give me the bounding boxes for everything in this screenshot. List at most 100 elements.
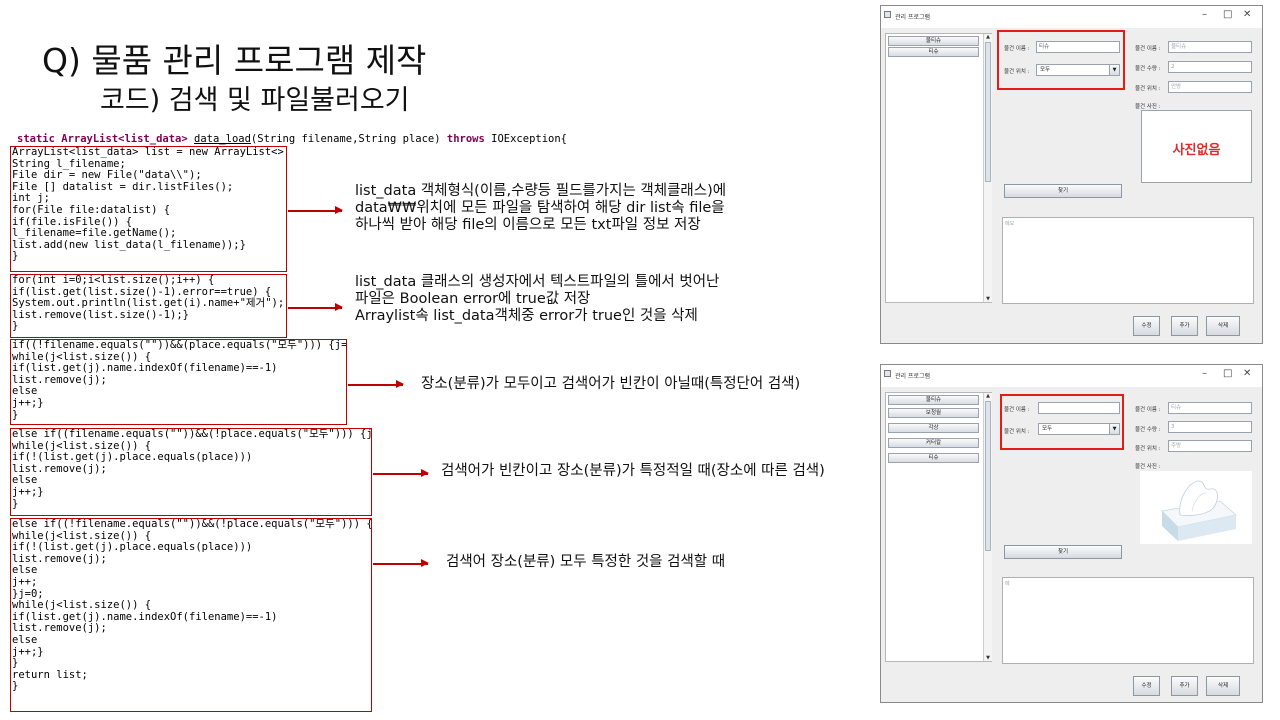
place-select-value: 모두: [1040, 67, 1051, 73]
java-app-icon: [884, 370, 891, 377]
category-item[interactable]: 티슈: [888, 47, 979, 57]
close-icon[interactable]: ✕: [1243, 368, 1252, 379]
edit-button[interactable]: 수정: [1133, 676, 1160, 696]
signature-throws: throws: [446, 133, 485, 145]
code-block-place-search-text: else if((filename.equals(""))&&(!place.e…: [12, 428, 372, 510]
signature-params: (String filename,String place): [250, 133, 447, 145]
annotation-place-search: 검색어가 빈칸이고 장소(분류)가 특정적일 때(장소에 따른 검색): [441, 463, 825, 479]
scroll-down-icon[interactable]: ▼: [986, 296, 990, 302]
detail-qty-field[interactable]: 3: [1168, 421, 1252, 433]
signature-method: data_load: [194, 133, 251, 145]
code-block-both-search-text: else if((!filename.equals(""))&&(!place.…: [12, 518, 371, 693]
detail-qty-label: 물건 수량 :: [1135, 427, 1161, 433]
photo-box: 사진없음: [1141, 110, 1252, 183]
window-2-title: 관리 프로그램: [895, 373, 931, 380]
scroll-up-icon[interactable]: ▲: [986, 393, 990, 399]
arrow-4: [373, 470, 429, 476]
place-select[interactable]: 모두 ▼: [1038, 423, 1120, 435]
detail-qty-label: 물건 수량 :: [1135, 66, 1161, 72]
maximize-icon[interactable]: □: [1223, 368, 1233, 379]
code-block-remove-errors: for(int i=0;i<list.size();i++) { if(list…: [10, 274, 287, 338]
slide-subtitle: 코드) 검색 및 파일불러오기: [100, 85, 410, 116]
tissue-box-image: [1161, 480, 1237, 541]
window-2-titlebar[interactable]: 관리 프로그램 – □ ✕: [881, 365, 1262, 387]
search-name-input[interactable]: 티슈: [1036, 41, 1120, 53]
close-icon[interactable]: ✕: [1243, 9, 1252, 20]
category-scrollbar[interactable]: ▲ ▼: [983, 34, 992, 302]
no-photo-text: 사진없음: [1172, 143, 1221, 158]
signature-prefix: static ArrayList<list_data>: [17, 133, 195, 145]
search-name-label: 물건 이름 :: [1004, 46, 1030, 52]
code-block-place-search: else if((filename.equals(""))&&(!place.e…: [10, 428, 372, 516]
arrow-2: [288, 304, 343, 310]
detail-place-label: 물건 위치 :: [1135, 446, 1161, 452]
search-button[interactable]: 찾기: [1004, 184, 1122, 198]
detail-qty-field[interactable]: 2: [1168, 61, 1252, 73]
category-item[interactable]: 각상: [888, 423, 979, 433]
category-list[interactable]: 물티슈 티슈 ▲ ▼: [885, 33, 992, 303]
chevron-down-icon[interactable]: ▼: [1109, 65, 1119, 75]
arrow-5: [373, 560, 429, 566]
add-button[interactable]: 추가: [1171, 316, 1198, 336]
code-block-remove-errors-text: for(int i=0;i<list.size();i++) { if(list…: [12, 274, 285, 333]
code-block-name-search-text: if((!filename.equals(""))&&(place.equals…: [12, 339, 347, 421]
scroll-thumb[interactable]: [985, 42, 991, 182]
window-1-title: 관리 프로그램: [895, 14, 931, 21]
arrow-3: [348, 381, 404, 387]
code-block-load-files-text: ArrayList<list_data> list = new ArrayLis…: [12, 146, 286, 263]
detail-name-label: 물건 이름 :: [1135, 407, 1161, 413]
place-select[interactable]: 모두 ▼: [1036, 64, 1120, 76]
code-block-both-search: else if((!filename.equals(""))&&(!place.…: [10, 518, 372, 712]
scroll-up-icon[interactable]: ▲: [986, 34, 990, 40]
place-label: 물건 위치 :: [1004, 429, 1030, 435]
annotation-both-search: 검색어 장소(분류) 모두 특정한 것을 검색할 때: [446, 554, 726, 570]
minimize-icon[interactable]: –: [1202, 9, 1207, 20]
detail-place-field[interactable]: 안방: [1168, 81, 1252, 93]
detail-name-label: 물건 이름 :: [1135, 46, 1161, 52]
annotation-load-files: list_data 객체형식(이름,수량등 필드를가지는 객체클래스)에 dat…: [355, 183, 727, 233]
delete-button[interactable]: 삭제: [1206, 316, 1240, 336]
chevron-down-icon[interactable]: ▼: [1109, 424, 1119, 434]
annotation-remove-errors: list_data 클래스의 생성자에서 텍스트파일의 틀에서 벗어난 파일은 …: [355, 274, 720, 324]
category-item[interactable]: 물티슈: [888, 36, 979, 46]
memo-textarea[interactable]: 메: [1002, 577, 1254, 664]
category-item[interactable]: 물티슈: [888, 395, 979, 405]
category-item[interactable]: 커터칼: [888, 438, 979, 448]
delete-button[interactable]: 삭제: [1206, 676, 1240, 696]
search-button[interactable]: 찾기: [1004, 545, 1122, 559]
category-item[interactable]: 티슈: [888, 453, 979, 463]
arrow-1: [288, 207, 343, 213]
annotation-name-search: 장소(분류)가 모두이고 검색어가 빈칸이 아닐때(특정단어 검색): [421, 376, 801, 392]
detail-place-field[interactable]: 주방: [1168, 440, 1252, 452]
place-select-value: 모두: [1042, 426, 1053, 432]
code-block-load-files: ArrayList<list_data> list = new ArrayLis…: [10, 146, 287, 272]
memo-textarea[interactable]: 메모: [1002, 217, 1254, 304]
search-name-label: 물건 이름 :: [1004, 407, 1030, 413]
maximize-icon[interactable]: □: [1223, 9, 1233, 20]
scroll-down-icon[interactable]: ▼: [986, 655, 990, 661]
code-block-name-search: if((!filename.equals(""))&&(place.equals…: [10, 339, 347, 425]
search-name-input[interactable]: [1038, 402, 1120, 414]
place-label: 물건 위치 :: [1004, 69, 1030, 75]
photo-label: 물건 사진 :: [1135, 464, 1161, 470]
java-app-icon: [884, 11, 891, 18]
detail-place-label: 물건 위치 :: [1135, 86, 1161, 92]
slide-title: Q) 물품 관리 프로그램 제작: [42, 41, 427, 80]
photo-box: [1140, 471, 1252, 544]
detail-name-field[interactable]: 티슈: [1168, 402, 1252, 414]
edit-button[interactable]: 수정: [1133, 316, 1160, 336]
minimize-icon[interactable]: –: [1202, 368, 1207, 379]
window-1-titlebar[interactable]: 관리 프로그램 – □ ✕: [881, 6, 1262, 28]
app-window-2: 관리 프로그램 – □ ✕ 물티슈 보청월 각상 커터칼 티슈 ▲ ▼ 물건 이…: [880, 364, 1263, 703]
category-list[interactable]: 물티슈 보청월 각상 커터칼 티슈 ▲ ▼: [885, 392, 992, 662]
category-scrollbar[interactable]: ▲ ▼: [983, 393, 992, 661]
photo-label: 물건 사진 :: [1135, 104, 1161, 110]
detail-name-field[interactable]: 물티슈: [1168, 41, 1252, 53]
method-signature: static ArrayList<list_data> data_load(St…: [17, 133, 567, 145]
scroll-thumb[interactable]: [985, 401, 991, 551]
category-item[interactable]: 보청월: [888, 408, 979, 418]
highlight-search-box: [1000, 394, 1124, 450]
signature-throws-rest: IOException{: [484, 133, 568, 145]
app-window-1: 관리 프로그램 – □ ✕ 물티슈 티슈 ▲ ▼ 물건 이름 : 티슈 물건 위…: [880, 5, 1263, 344]
add-button[interactable]: 추가: [1171, 676, 1198, 696]
